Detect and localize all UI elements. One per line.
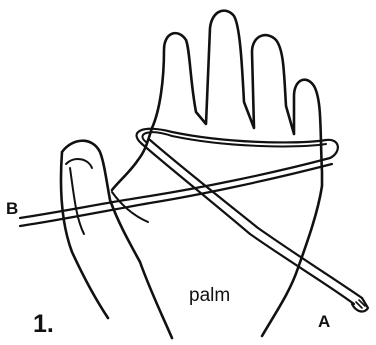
string-b-upper bbox=[20, 158, 330, 218]
step-number: 1. bbox=[33, 312, 54, 337]
end-b-label: B bbox=[6, 200, 18, 217]
end-a-label: A bbox=[318, 313, 330, 330]
thumbnail bbox=[66, 159, 92, 234]
thumb-outline bbox=[61, 141, 140, 318]
hand-wrist-left bbox=[140, 262, 172, 338]
palm-label: palm bbox=[189, 286, 230, 305]
string-loop-front bbox=[142, 132, 326, 146]
